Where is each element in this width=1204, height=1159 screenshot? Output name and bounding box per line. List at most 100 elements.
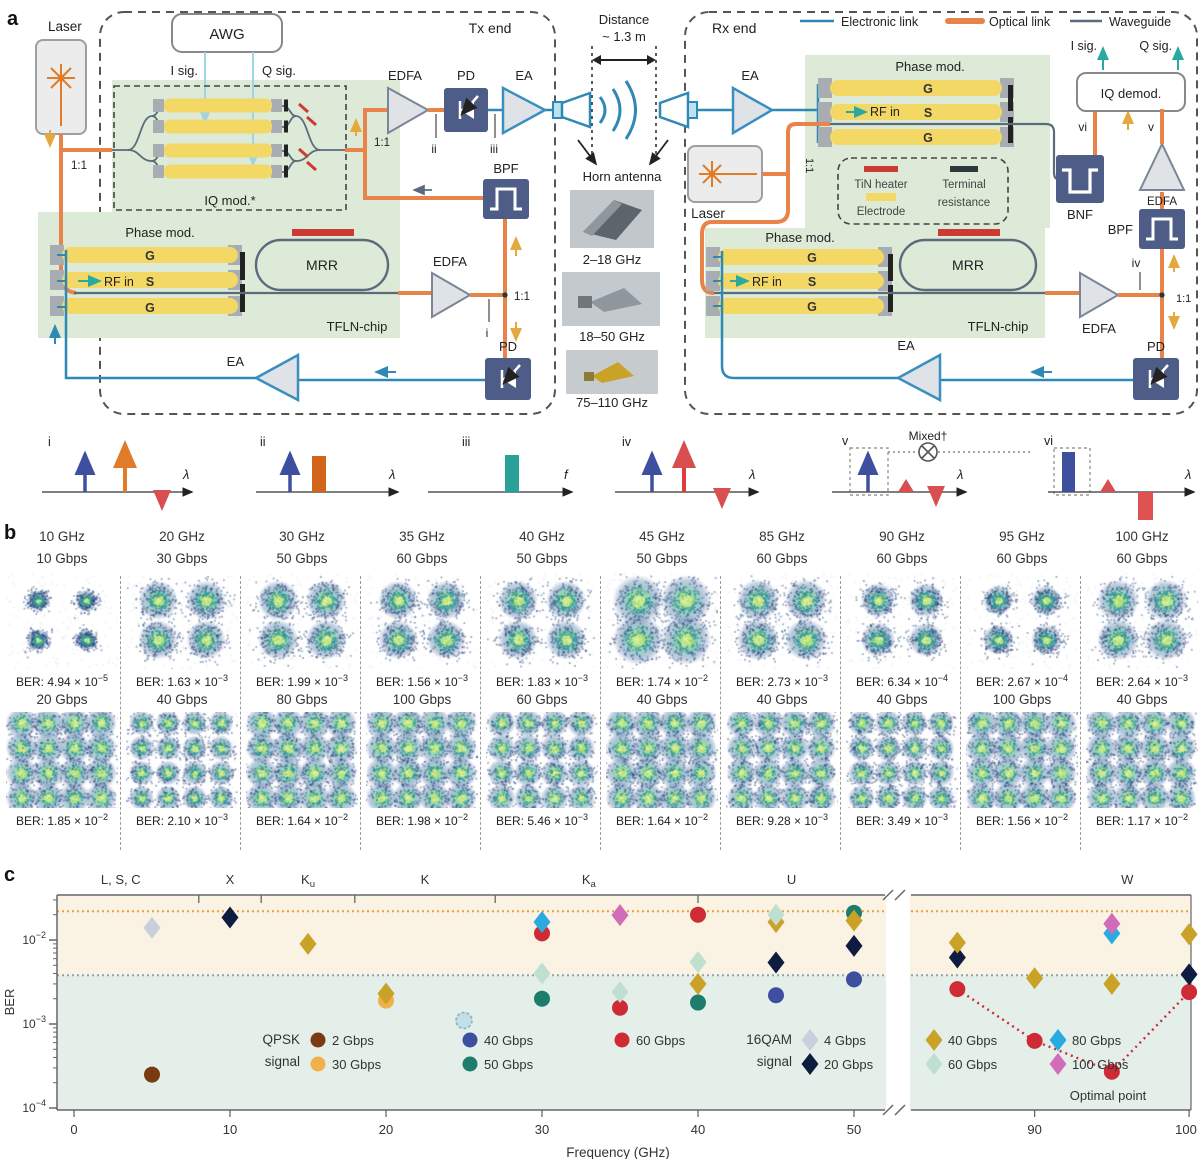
spectrum-iv-label: iv bbox=[622, 435, 632, 449]
scatter-point bbox=[611, 981, 629, 1004]
splitter-ratio: 1:1 bbox=[71, 160, 87, 172]
qam16-ber-value: BER: 1.56 × 10−2 bbox=[976, 812, 1068, 828]
scatter-point bbox=[1181, 984, 1198, 1001]
qpsk-ber-value: BER: 2.73 × 10−3 bbox=[736, 673, 828, 689]
marker-iii: iii bbox=[490, 142, 498, 156]
tx-horn-antenna-icon bbox=[560, 91, 592, 129]
spectrum-iii-label: iii bbox=[462, 435, 470, 449]
qpsk-ber-value: BER: 1.74 × 10−2 bbox=[616, 673, 708, 689]
scatter-point bbox=[690, 906, 706, 923]
tin-heater-swatch bbox=[864, 166, 898, 172]
qpsk-constellation bbox=[846, 573, 958, 669]
qam-rate-label: 40 Gbps bbox=[756, 692, 808, 707]
x-axis-title: Frequency (GHz) bbox=[566, 1145, 670, 1159]
qam-rate-label: 100 Gbps bbox=[392, 692, 452, 707]
qam16-ber-value: BER: 5.46 × 10−3 bbox=[496, 812, 588, 828]
tx-laser-label: Laser bbox=[48, 19, 82, 34]
tx-end-label: Tx end bbox=[469, 20, 512, 36]
horn-photo-3-mount bbox=[584, 372, 594, 381]
tx-top-edfa-label: EDFA bbox=[388, 68, 422, 83]
spectrum-ii-label: ii bbox=[260, 435, 266, 449]
rx-ea-label: EA bbox=[741, 68, 759, 83]
qam16-ber-value: BER: 1.17 × 10−2 bbox=[1096, 812, 1188, 828]
bnf-label: BNF bbox=[1067, 207, 1093, 222]
qam16-constellation bbox=[1086, 712, 1198, 808]
laser-dot bbox=[57, 74, 65, 82]
scatter-point bbox=[462, 1032, 478, 1048]
qam16-constellation bbox=[126, 712, 238, 808]
scatter-point bbox=[143, 916, 161, 939]
scatter-point bbox=[310, 1032, 326, 1048]
optimal-point-label: Optimal point bbox=[1070, 1088, 1147, 1103]
spectrum-v: v λ bbox=[832, 434, 968, 507]
qpsk-constellation bbox=[366, 573, 478, 669]
spectrum-ii: ii λ bbox=[256, 435, 400, 497]
legend-group-label: QPSK bbox=[262, 1032, 300, 1047]
rx-bottom-ea bbox=[895, 352, 942, 403]
legend-item-label: 100 Gbps bbox=[1072, 1057, 1129, 1072]
scatter-point bbox=[534, 990, 550, 1007]
y-tick-label: 10−2 bbox=[22, 930, 46, 947]
qpsk-rate-label: 10 Gbps bbox=[36, 551, 88, 566]
qam16-constellation bbox=[486, 712, 598, 808]
legend-item-label: 60 Gbps bbox=[948, 1057, 998, 1072]
axis-lambda: λ bbox=[1184, 467, 1191, 482]
optical-fiber bbox=[762, 122, 830, 176]
iq-demod-label: IQ demod. bbox=[1101, 86, 1162, 101]
s-electrode-label: S bbox=[808, 275, 816, 289]
optical-link-label: Optical link bbox=[989, 15, 1051, 29]
frequency-label: 35 GHz bbox=[399, 529, 445, 544]
bandpass-icon bbox=[490, 187, 522, 211]
qpsk-constellation bbox=[486, 573, 598, 669]
splitter-ratio: 1:1 bbox=[1176, 293, 1191, 305]
scatter-point bbox=[221, 906, 239, 929]
qam-rate-label: 100 Gbps bbox=[992, 692, 1052, 707]
legend-item-label: 50 Gbps bbox=[484, 1057, 534, 1072]
x-tick-label: 10 bbox=[223, 1122, 237, 1137]
rx-laser-label: Laser bbox=[691, 206, 725, 221]
rx-ea-amplifier bbox=[731, 85, 775, 136]
qam16-constellation bbox=[606, 712, 718, 808]
band-label: Ku bbox=[301, 872, 315, 890]
qam16-ber-value: BER: 3.49 × 10−3 bbox=[856, 812, 948, 828]
photodiode-icon bbox=[1148, 364, 1169, 388]
axis-lambda: λ bbox=[956, 467, 963, 482]
scatter-point bbox=[925, 1029, 943, 1051]
qam-rate-label: 40 Gbps bbox=[1116, 692, 1168, 707]
spectrum-iv: iv λ bbox=[615, 435, 760, 509]
rf-in-label: RF in bbox=[870, 105, 900, 119]
scatter-point bbox=[845, 909, 863, 932]
qpsk-constellation bbox=[966, 573, 1078, 669]
scatter-point bbox=[767, 951, 785, 974]
g-electrode-label: G bbox=[145, 249, 155, 263]
marker-v: v bbox=[1148, 120, 1154, 134]
scatter-point bbox=[1103, 1063, 1120, 1080]
marker-iv: iv bbox=[1132, 256, 1141, 270]
scatter-point bbox=[1049, 1029, 1067, 1051]
qpsk-ber-value: BER: 1.83 × 10−3 bbox=[496, 673, 588, 689]
column-divider bbox=[720, 576, 721, 850]
scatter-point bbox=[1180, 923, 1198, 946]
scatter-point bbox=[690, 994, 706, 1011]
mzm-arm-2 bbox=[153, 119, 288, 134]
iq-mod-label: IQ mod.* bbox=[204, 193, 255, 208]
optical-fiber bbox=[1118, 249, 1164, 358]
qpsk-constellation bbox=[726, 573, 838, 669]
ber-exponent: −2 bbox=[337, 812, 348, 822]
mzm-arm-4 bbox=[153, 164, 288, 179]
electrode-swatch bbox=[866, 193, 896, 201]
frequency-label: 90 GHz bbox=[879, 529, 925, 544]
rx-bpf-label: BPF bbox=[1108, 222, 1133, 237]
qpsk-ber-value: BER: 1.99 × 10−3 bbox=[256, 673, 348, 689]
qam-rate-label: 80 Gbps bbox=[276, 692, 328, 707]
rx-lower-electrodes bbox=[706, 247, 893, 316]
axis-break-slash bbox=[894, 889, 906, 901]
axis-f: f bbox=[564, 467, 569, 482]
pointer-arrow bbox=[648, 139, 669, 166]
photodiode-icon bbox=[500, 364, 521, 388]
qpsk-rate-label: 60 Gbps bbox=[756, 551, 808, 566]
